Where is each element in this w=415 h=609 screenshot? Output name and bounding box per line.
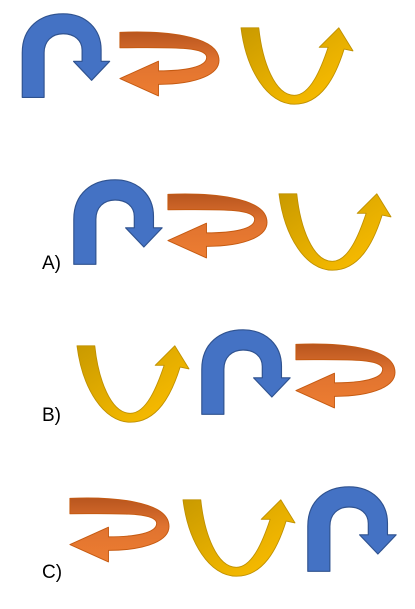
u-curve-arrow-icon	[68, 344, 198, 424]
curved-arrow-icon	[68, 490, 174, 576]
uturn-arrow-icon	[17, 10, 113, 105]
u-curve-arrow-icon	[174, 498, 304, 578]
uturn-arrow-icon	[196, 326, 294, 422]
option-c-label: C)	[42, 562, 63, 583]
u-curve-arrow-icon	[270, 192, 400, 272]
curved-arrow-icon	[294, 336, 400, 422]
option-b-label: B)	[42, 405, 61, 426]
curved-arrow-icon	[166, 186, 272, 272]
option-a-label: A)	[42, 253, 61, 274]
uturn-arrow-icon	[302, 483, 400, 579]
u-curve-arrow-icon	[232, 26, 362, 106]
curved-arrow-icon	[118, 24, 224, 110]
uturn-arrow-icon	[68, 176, 166, 272]
